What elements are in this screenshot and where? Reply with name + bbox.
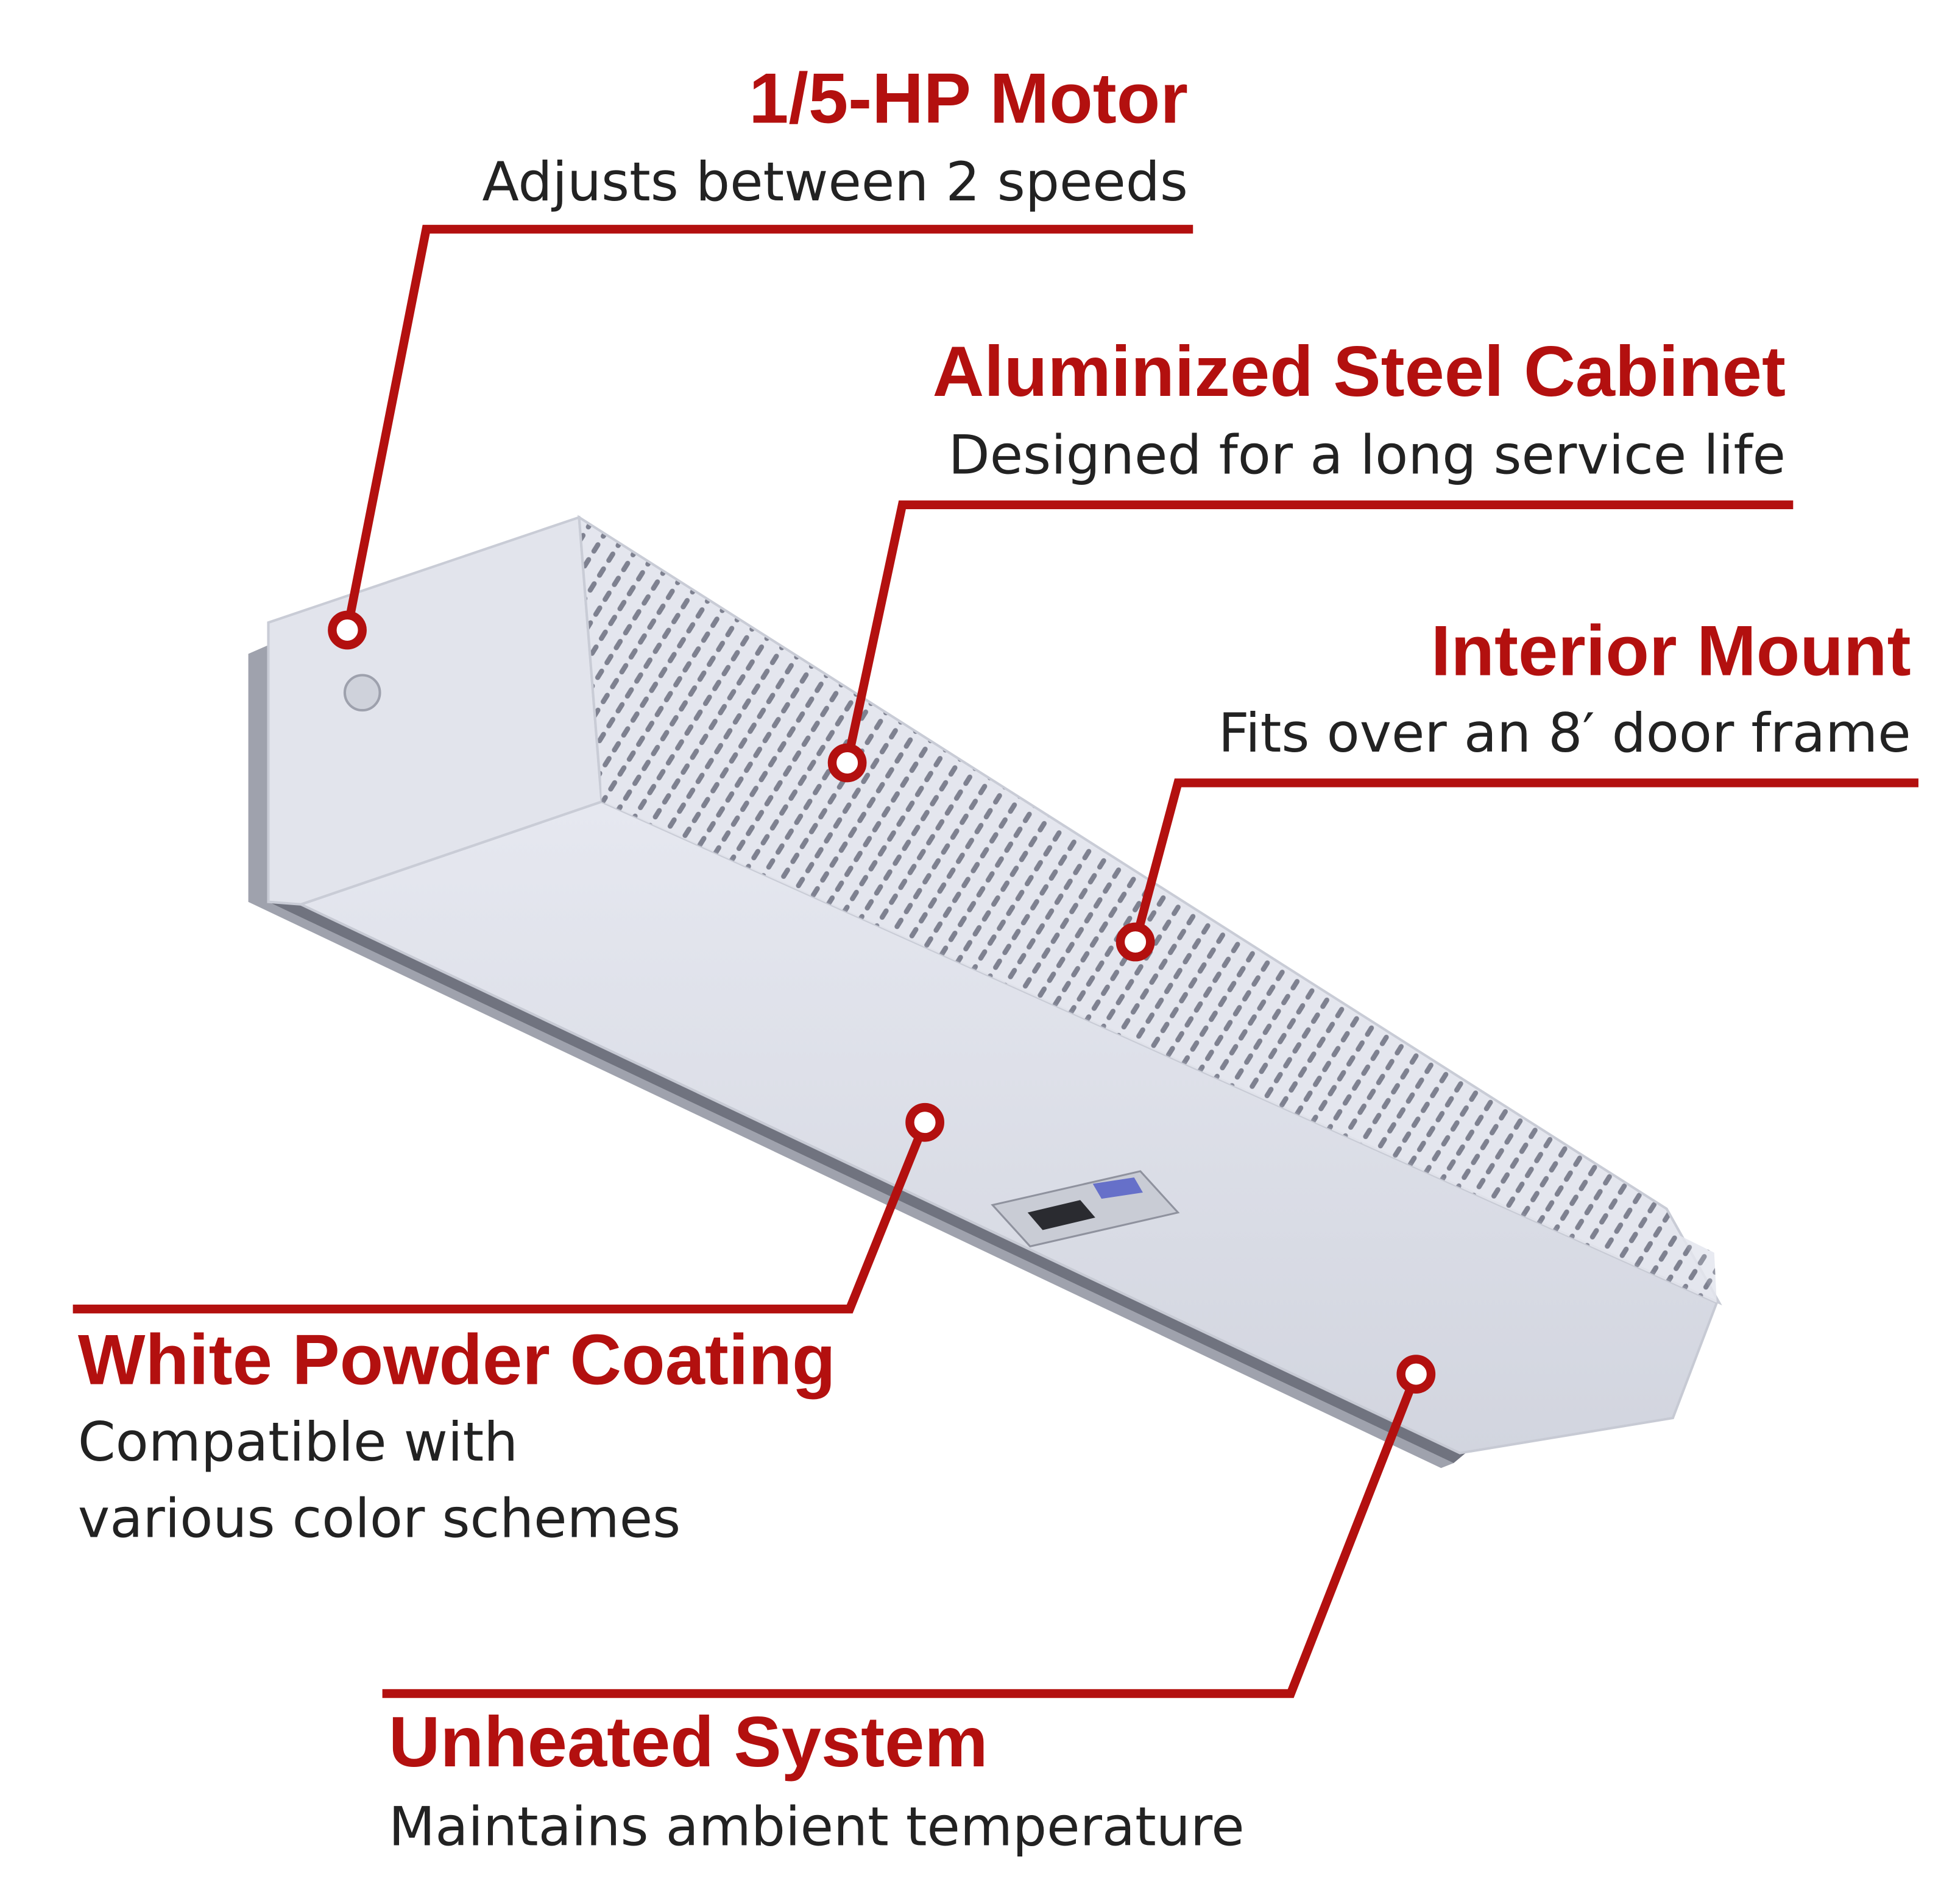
callout-coating: White Powder Coating Compatible with var… — [78, 1320, 836, 1550]
leader-line-cabinet — [843, 500, 1794, 764]
callout-title: Aluminized Steel Cabinet — [933, 331, 1786, 411]
callout-description: various color schemes — [78, 1487, 681, 1550]
callout-description: Maintains ambient temperature — [389, 1795, 1245, 1858]
callout-title: Unheated System — [389, 1702, 988, 1782]
leader-line-mount — [1131, 778, 1918, 943]
callout-dot-mount — [1115, 922, 1155, 962]
leader-line-unheated — [382, 1372, 1421, 1698]
callout-title: Interior Mount — [1431, 610, 1911, 690]
callout-motor: 1/5-HP Motor Adjusts between 2 speeds — [482, 58, 1188, 214]
leader-line-motor — [342, 225, 1193, 631]
control-panel — [991, 1170, 1180, 1248]
callout-cabinet: Aluminized Steel Cabinet Designed for a … — [933, 331, 1786, 487]
motor-speed-knob — [343, 674, 381, 712]
callout-dot-unheated — [1396, 1355, 1436, 1394]
callout-mount: Interior Mount Fits over an 8′ door fram… — [1218, 610, 1911, 764]
front-grille-band — [599, 701, 1717, 1303]
bottom-discharge-rail — [268, 901, 1469, 1464]
callout-description: Adjusts between 2 speeds — [482, 150, 1188, 213]
air-curtain-unit — [248, 515, 1722, 1469]
callout-description: Designed for a long service life — [949, 423, 1786, 486]
leader-line-coating — [72, 1121, 929, 1314]
control-switch — [1027, 1200, 1095, 1230]
callout-dot-motor — [328, 610, 367, 650]
callout-title: 1/5-HP Motor — [749, 58, 1188, 138]
callout-title: White Powder Coating — [78, 1320, 836, 1400]
callout-dot-cabinet — [827, 743, 867, 783]
callout-unheated: Unheated System Maintains ambient temper… — [389, 1702, 1245, 1858]
callout-dot-coating — [905, 1102, 945, 1142]
top-perforated-intake — [578, 515, 1722, 1306]
callout-description: Fits over an 8′ door frame — [1218, 702, 1911, 764]
brand-logo — [1092, 1177, 1143, 1199]
callout-description: Compatible with — [78, 1411, 518, 1473]
